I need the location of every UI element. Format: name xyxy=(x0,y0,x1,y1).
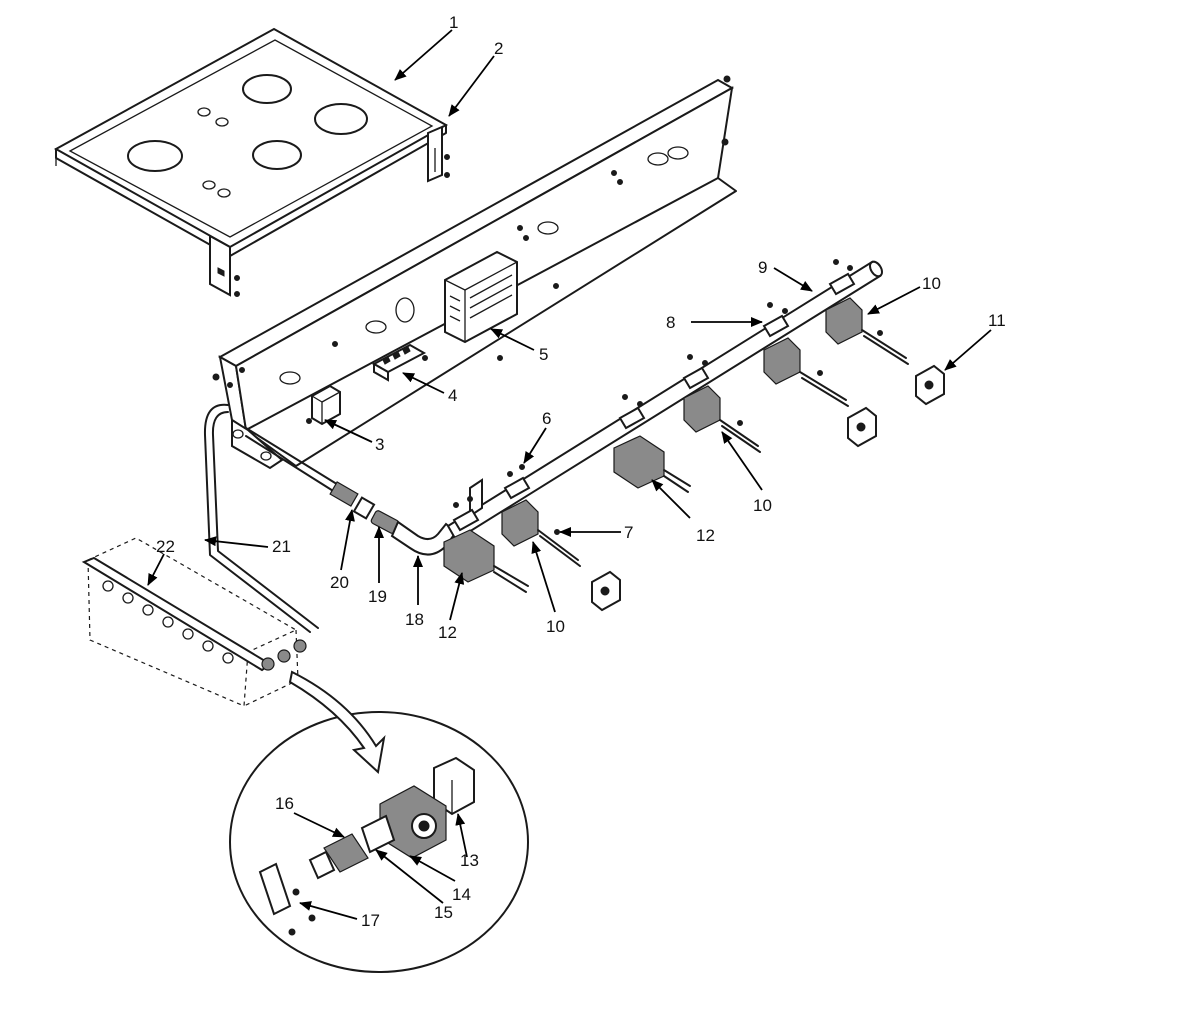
cooktop-panel xyxy=(53,27,449,297)
burner-hole xyxy=(252,140,302,170)
burner-valve xyxy=(763,337,849,407)
knob-hole xyxy=(217,188,231,198)
pipe-clamp xyxy=(828,259,856,296)
callout-20: 20 xyxy=(330,573,349,592)
callout-11: 11 xyxy=(988,311,1006,330)
callout-6: 6 xyxy=(542,409,551,428)
callout-14: 14 xyxy=(452,885,471,904)
callout-9: 9 xyxy=(758,258,767,277)
burner-hole xyxy=(314,103,368,135)
igniter-switch xyxy=(915,364,945,406)
knob-hole xyxy=(102,580,114,592)
hinge-bracket xyxy=(427,125,450,183)
elbow-fitting xyxy=(370,510,458,556)
knob-hole xyxy=(122,592,134,604)
callout-5: 5 xyxy=(539,345,548,364)
callout-leaders xyxy=(147,29,992,920)
callout-3: 3 xyxy=(375,435,384,454)
transformer xyxy=(306,384,341,426)
gas-supply-tube xyxy=(203,403,376,633)
callout-18: 18 xyxy=(405,610,424,629)
pipe-clamp xyxy=(618,394,646,430)
callout-12-middle: 12 xyxy=(696,526,715,545)
knob-hole xyxy=(202,640,214,652)
callout-7: 7 xyxy=(624,523,633,542)
callout-1: 1 xyxy=(449,13,458,32)
panel-slot xyxy=(365,320,387,334)
callout-2: 2 xyxy=(494,39,503,58)
knob-hole xyxy=(162,616,174,628)
pipe-clamp xyxy=(452,496,480,532)
pipe-clamp xyxy=(682,354,710,390)
callout-16: 16 xyxy=(275,794,294,813)
panel-slot xyxy=(647,152,669,166)
callout-10-top: 10 xyxy=(922,274,941,293)
panel-slot xyxy=(395,297,415,323)
callout-19: 19 xyxy=(368,587,387,606)
pipe-clamp xyxy=(762,302,790,338)
panel-slot xyxy=(667,146,689,160)
spark-module xyxy=(444,250,559,361)
knob-hole xyxy=(222,652,234,664)
callout-10-middle: 10 xyxy=(753,496,772,515)
pipe-clamp xyxy=(503,464,531,500)
burner-valve xyxy=(683,385,761,453)
burner-hole xyxy=(242,74,292,104)
callout-labels: 1 2 3 4 5 6 7 8 9 10 10 10 11 12 12 13 1… xyxy=(156,13,1006,930)
knob-hole xyxy=(182,628,194,640)
callout-4: 4 xyxy=(448,386,457,405)
igniter-switch xyxy=(847,406,877,448)
control-panel xyxy=(81,537,307,707)
knob-hole xyxy=(215,117,229,127)
callout-15: 15 xyxy=(434,903,453,922)
igniter-switch xyxy=(591,570,621,612)
burner-hole xyxy=(127,140,183,172)
panel-slot xyxy=(279,371,301,385)
magnify-arrow xyxy=(288,670,386,774)
valve-body xyxy=(443,529,529,593)
panel-slot xyxy=(537,221,559,235)
callout-17: 17 xyxy=(361,911,380,930)
callout-22: 22 xyxy=(156,537,175,556)
burner-valve xyxy=(825,297,909,365)
callout-12-bottom: 12 xyxy=(438,623,457,642)
callout-21: 21 xyxy=(272,537,291,556)
burner-valve xyxy=(501,499,581,567)
callout-13: 13 xyxy=(460,851,479,870)
knob-hole xyxy=(202,180,216,190)
valve-body xyxy=(613,435,691,493)
callout-8: 8 xyxy=(666,313,675,332)
callout-10-bottom: 10 xyxy=(546,617,565,636)
detail-magnifier xyxy=(229,670,529,973)
knob-hole xyxy=(197,107,211,117)
terminal-block xyxy=(371,343,428,382)
knob-hole xyxy=(142,604,154,616)
